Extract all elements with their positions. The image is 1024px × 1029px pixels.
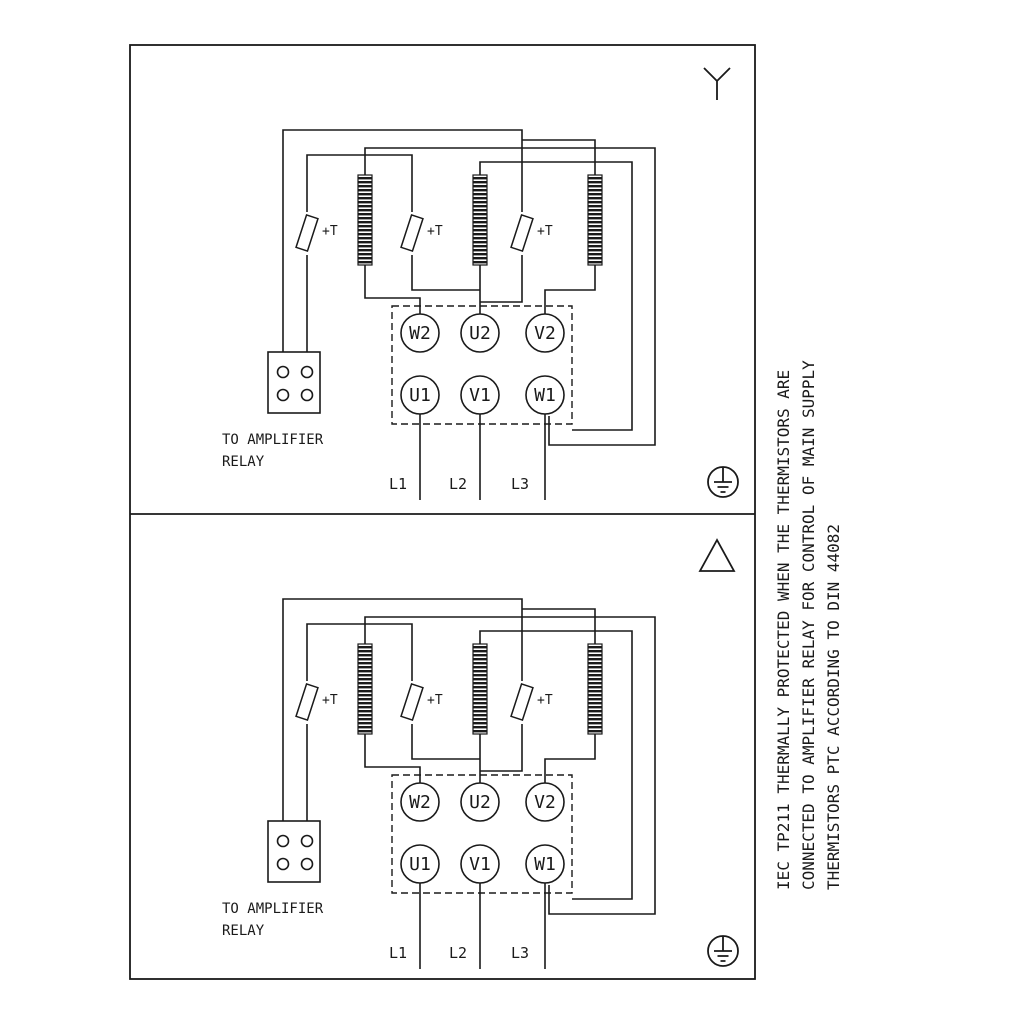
terminal-v2 [525, 313, 565, 353]
panel-delta: +T +T +T W2 U2 V2 U1 V1 W1 TO AMPLIFIER … [222, 538, 739, 969]
terminal-u2 [460, 782, 500, 822]
relay-terminal [276, 388, 290, 402]
terminal-label-u2: U2 [469, 792, 491, 813]
thermistor-label: +T [537, 224, 553, 239]
relay-caption-line2: RELAY [222, 454, 265, 470]
delta-symbol-icon [698, 538, 736, 572]
supply-label-l3: L3 [511, 475, 529, 493]
terminal-v1 [460, 844, 500, 884]
terminal-u1 [400, 844, 440, 884]
earth-symbol-icon [707, 466, 739, 498]
terminal-label-u2: U2 [469, 323, 491, 344]
terminal-label-v1: V1 [469, 854, 491, 875]
motor-winding [472, 643, 488, 735]
amplifier-relay-block [267, 820, 321, 883]
relay-terminal [300, 857, 314, 871]
supply-label-l2: L2 [449, 475, 467, 493]
thermistor-label: +T [537, 693, 553, 708]
terminal-box [391, 774, 573, 894]
terminal-label-v2: V2 [534, 323, 556, 344]
terminal-v1 [460, 375, 500, 415]
relay-terminal [300, 388, 314, 402]
supply-label-l3: L3 [511, 944, 529, 962]
thermistor-symbol [400, 214, 424, 252]
motor-winding [472, 174, 488, 266]
side-note-line-2: CONNECTED TO AMPLIFIER RELAY FOR CONTROL… [799, 360, 818, 890]
relay-caption-line1: TO AMPLIFIER [222, 901, 324, 917]
thermistor-symbol [295, 214, 319, 252]
relay-terminal [276, 857, 290, 871]
terminal-w2 [400, 313, 440, 353]
motor-winding [357, 174, 373, 266]
terminal-label-u1: U1 [409, 854, 431, 875]
thermistor-label: +T [427, 224, 443, 239]
terminal-w1 [525, 844, 565, 884]
motor-winding [587, 643, 603, 735]
terminal-v2 [525, 782, 565, 822]
supply-label-l1: L1 [389, 944, 407, 962]
wiring-lines [282, 598, 656, 969]
star-symbol-icon [703, 67, 731, 100]
side-note-line-1: IEC TP211 THERMALLY PROTECTED WHEN THE T… [774, 370, 793, 890]
terminal-label-u1: U1 [409, 385, 431, 406]
supply-label-l2: L2 [449, 944, 467, 962]
terminal-u2 [460, 313, 500, 353]
motor-winding [357, 643, 373, 735]
relay-terminal [300, 834, 314, 848]
earth-symbol-icon [707, 935, 739, 967]
thermistor-symbol [510, 683, 534, 721]
amplifier-relay-block [267, 351, 321, 414]
thermistor-symbol [510, 214, 534, 252]
diagram-border [129, 44, 756, 980]
terminal-w2 [400, 782, 440, 822]
relay-caption-line1: TO AMPLIFIER [222, 432, 324, 448]
terminal-box [391, 305, 573, 425]
relay-caption-line2: RELAY [222, 923, 265, 939]
thermistor-symbol [295, 683, 319, 721]
thermistor-symbol [400, 683, 424, 721]
wiring-lines [282, 129, 656, 500]
thermistor-label: +T [322, 693, 338, 708]
thermistor-label: +T [322, 224, 338, 239]
relay-terminal [276, 834, 290, 848]
terminal-label-w2: W2 [409, 792, 431, 813]
terminal-u1 [400, 375, 440, 415]
terminal-label-w2: W2 [409, 323, 431, 344]
side-note-line-3: THERMISTORS PTC ACCORDING TO DIN 44082 [824, 524, 843, 890]
thermistor-label: +T [427, 693, 443, 708]
terminal-label-w1: W1 [534, 385, 556, 406]
motor-winding [587, 174, 603, 266]
relay-terminal [300, 365, 314, 379]
terminal-label-w1: W1 [534, 854, 556, 875]
panel-star: +T +T +T W2 U2 V2 U1 V1 W1 TO AMPLIFIER … [222, 67, 739, 500]
relay-terminal [276, 365, 290, 379]
supply-label-l1: L1 [389, 475, 407, 493]
terminal-w1 [525, 375, 565, 415]
terminal-label-v2: V2 [534, 792, 556, 813]
terminal-label-v1: V1 [469, 385, 491, 406]
